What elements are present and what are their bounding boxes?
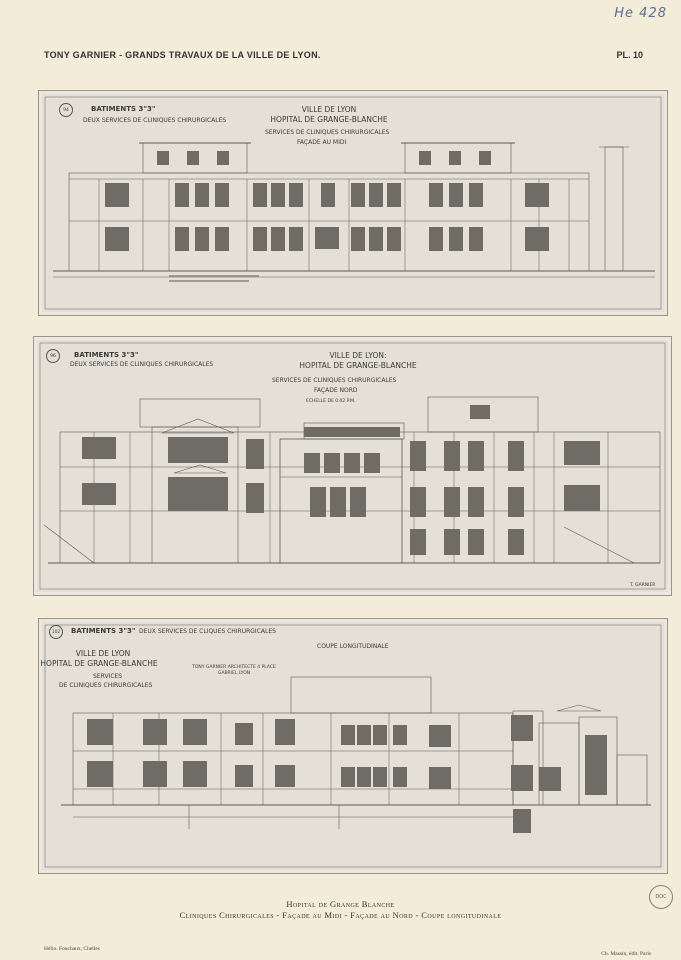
printer-credit: Hélio. Fouchaux, Chelles — [44, 946, 100, 952]
library-stamp: DOC — [649, 885, 673, 909]
city-label: VILLE DE LYON — [75, 649, 131, 658]
building-subtitle: DEUX SERVICES DE CLINIQUES CHIRURGICALES — [83, 117, 227, 124]
plate-caption-title: Hopital de Grange Blanche — [286, 899, 395, 909]
hospital-label: HOPITAL DE GRANGE-BLANCHE — [270, 115, 388, 124]
drawing-facade-midi: 94 BATIMENTS 3"3" DEUX SERVICES DE CLINI… — [38, 90, 668, 316]
drawing-number: 94 — [59, 103, 73, 117]
service-label: SERVICES DE CLINIQUES CHIRURGICALES — [272, 377, 397, 384]
drawing-number: 96 — [46, 349, 60, 363]
facade-nord-elevation — [39, 342, 666, 590]
city-label: VILLE DE LYON — [301, 105, 357, 114]
drawing-number: 102 — [49, 625, 63, 639]
page-header-title: TONY GARNIER - GRANDS TRAVAUX DE LA VILL… — [44, 50, 321, 60]
scale-label: ECHELLE DE 0.02 P.M. — [306, 399, 356, 404]
facade-midi-elevation — [44, 96, 662, 310]
architect-signature: T. GARNIER — [630, 583, 656, 588]
hospital-label: HOPITAL DE GRANGE-BLANCHE — [299, 361, 417, 370]
view-label: FAÇADE AU MIDI — [297, 139, 347, 146]
longitudinal-section — [44, 624, 662, 868]
archive-shelfmark: He 428 — [614, 6, 667, 21]
building-label: BATIMENTS 3"3" — [71, 627, 136, 635]
publisher-credit: Ch. Massin, édit. Paris — [601, 951, 651, 957]
view-label: COUPE LONGITUDINALE — [317, 643, 389, 650]
plate-caption-subtitle: Cliniques Chirurgicales - Façade au Midi… — [179, 910, 502, 920]
view-label: FAÇADE NORD — [314, 387, 358, 394]
plate-number: PL. 10 — [616, 50, 643, 60]
drawing-coupe-longitudinale: 102 BATIMENTS 3"3" DEUX SERVICES DE CLIQ… — [38, 618, 668, 874]
hospital-label: HOPITAL DE GRANGE-BLANCHE — [40, 659, 158, 668]
service-label: SERVICES DE CLINIQUES CHIRURGICALES — [265, 129, 390, 136]
building-label: BATIMENTS 3"3" — [74, 351, 139, 359]
city-label: VILLE DE LYON: — [329, 351, 387, 360]
architect-credit: TONY GARNIER ARCHITECTE 4 PLACE GABRIEL … — [192, 665, 276, 676]
building-subtitle: DEUX SERVICES DE CLIQUES CHIRURGICALES — [139, 628, 276, 635]
service-label-line2: DE CLINIQUES CHIRURGICALES — [59, 682, 153, 689]
building-label: BATIMENTS 3"3" — [91, 105, 156, 113]
service-label-line1: SERVICES — [93, 673, 123, 680]
building-subtitle: DEUX SERVICES DE CLINIQUES CHIRURGICALES — [70, 361, 214, 368]
drawing-facade-nord: 96 BATIMENTS 3"3" DEUX SERVICES DE CLINI… — [33, 336, 672, 596]
